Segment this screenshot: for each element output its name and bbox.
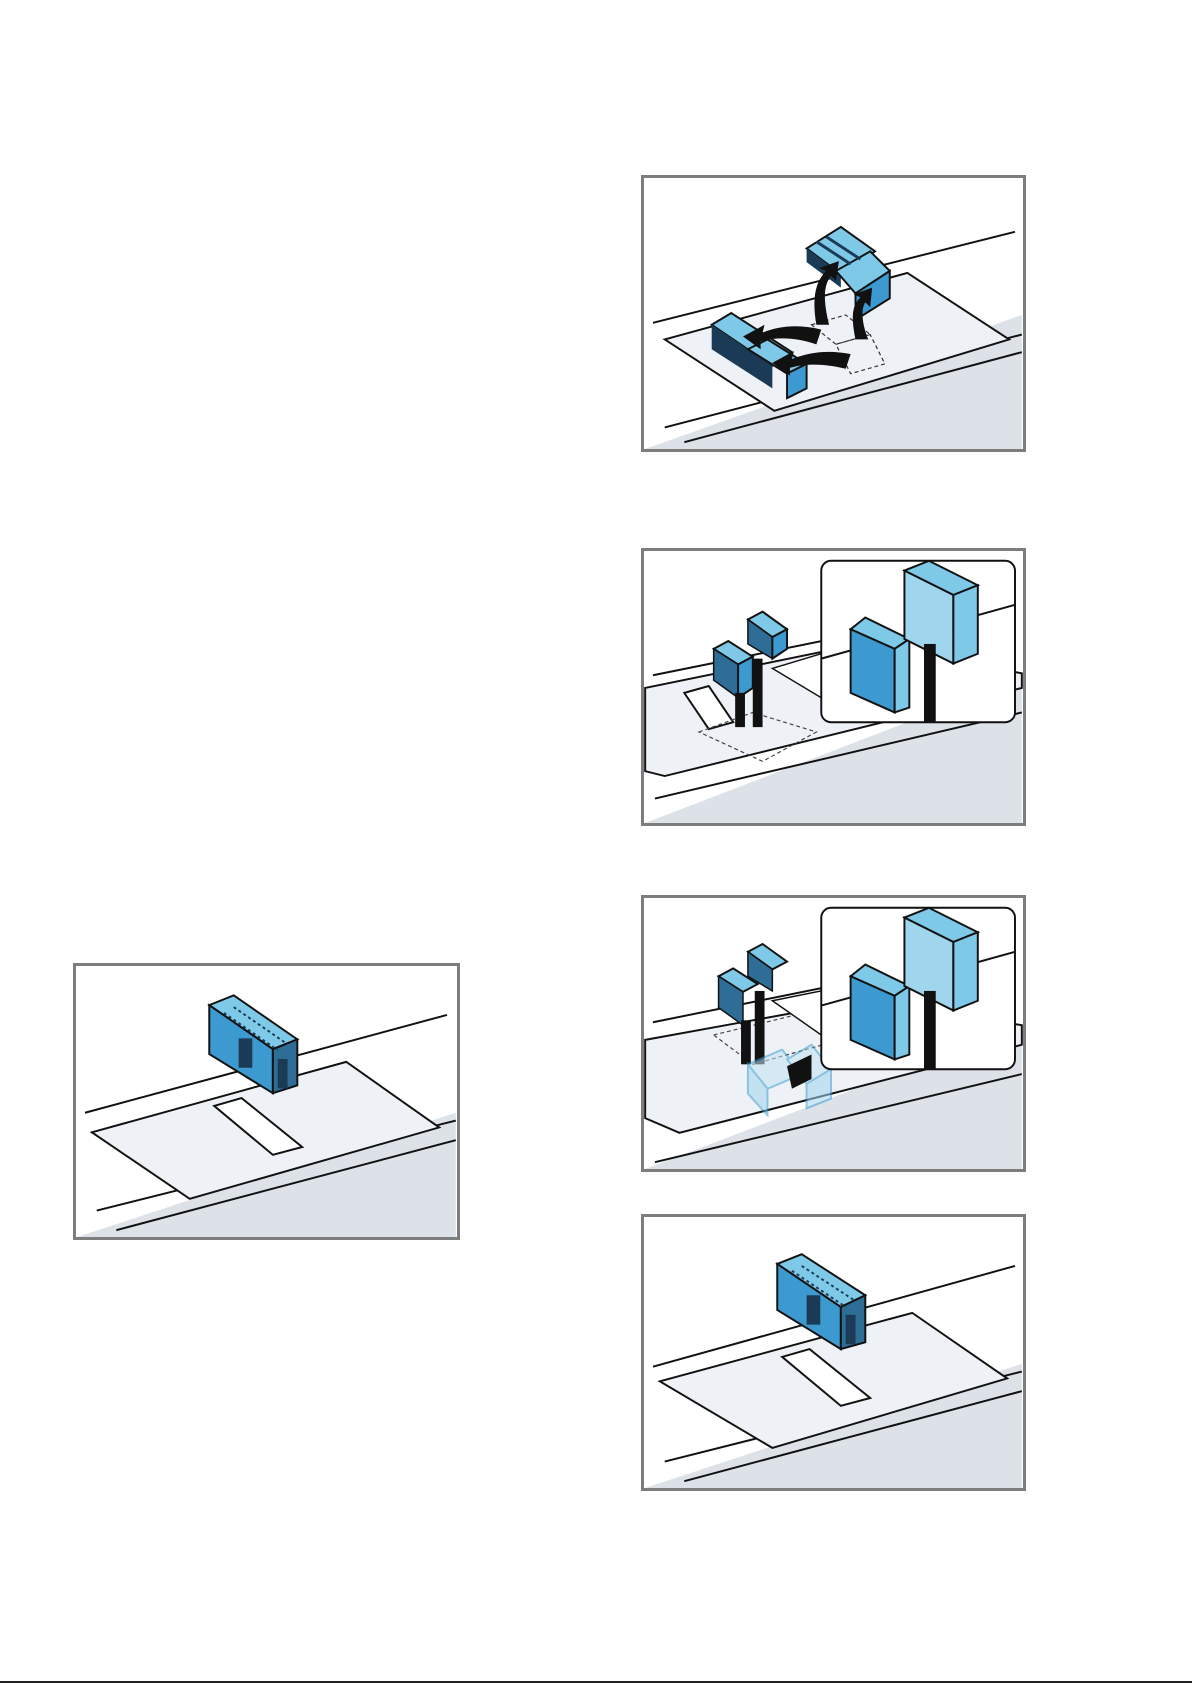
figure-filter-module-left: [73, 963, 460, 1240]
page-footer-rule: [0, 1681, 1192, 1683]
filter-module-right-illustration: [644, 1217, 1023, 1488]
figure-filter-swap: [641, 175, 1026, 452]
filter-module: [209, 995, 297, 1093]
filter-insert-illustration: [644, 551, 1023, 823]
filter-module: [777, 1254, 865, 1349]
filter-module-left-illustration: [76, 966, 457, 1237]
filter-swap-illustration: [644, 178, 1023, 449]
figure-filter-insert: [641, 548, 1026, 826]
figure-filter-slide: [641, 895, 1026, 1172]
figure-filter-module-right: [641, 1214, 1026, 1491]
filter-slide-illustration: [644, 898, 1023, 1169]
